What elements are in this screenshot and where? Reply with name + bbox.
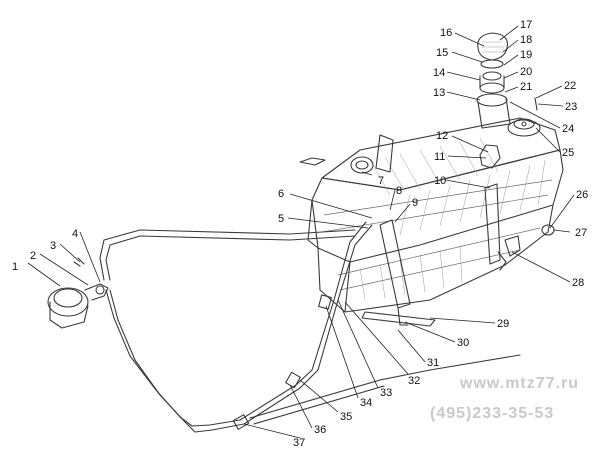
callout-2: 2 (30, 250, 36, 262)
watermark-phone: (495)233-35-53 (430, 405, 555, 422)
callout-27: 27 (575, 227, 587, 239)
callout-33: 33 (380, 387, 392, 399)
callout-6: 6 (278, 188, 284, 200)
fuel-level-sensor (507, 118, 541, 137)
callout-13: 13 (433, 87, 445, 99)
callout-4: 4 (72, 228, 78, 240)
callout-28: 28 (572, 277, 584, 289)
filler-neck (476, 32, 511, 129)
callout-21: 21 (520, 81, 532, 93)
callout-11: 11 (434, 151, 445, 163)
callout-17: 17 (520, 19, 532, 31)
callout-5: 5 (278, 213, 284, 225)
fuel-filter (47, 257, 109, 329)
callout-34: 34 (360, 397, 372, 409)
callout-22: 22 (564, 80, 576, 92)
watermark-site: www.mtz77.ru (460, 375, 579, 392)
callout-numbers: 1 2 3 4 5 6 7 8 9 10 11 12 13 14 15 16 1… (12, 19, 588, 449)
tank-top-parts (299, 97, 538, 174)
callout-12: 12 (436, 130, 448, 142)
callout-30: 30 (457, 337, 469, 349)
tank-straps (361, 183, 501, 327)
callout-37: 37 (293, 437, 305, 449)
fuel-lines (99, 221, 521, 433)
callout-19: 19 (520, 49, 532, 61)
callout-23: 23 (565, 101, 577, 113)
callout-14: 14 (433, 67, 445, 79)
callout-18: 18 (520, 34, 532, 46)
fuel-tank (307, 117, 564, 313)
callout-15: 15 (436, 47, 448, 59)
callout-36: 36 (314, 424, 326, 436)
callout-26: 26 (576, 189, 588, 201)
callout-16: 16 (440, 27, 452, 39)
callout-20: 20 (520, 66, 532, 78)
callout-24: 24 (562, 123, 574, 135)
leader-lines (27, 25, 575, 439)
callout-31: 31 (427, 357, 439, 369)
callout-10: 10 (434, 175, 446, 187)
callout-35: 35 (340, 411, 352, 423)
callout-32: 32 (408, 375, 420, 387)
callout-25: 25 (562, 147, 574, 159)
callout-8: 8 (396, 185, 402, 197)
callout-3: 3 (50, 240, 56, 252)
callout-1: 1 (12, 261, 18, 273)
callout-9: 9 (412, 197, 418, 209)
callout-29: 29 (497, 318, 509, 330)
callout-7: 7 (378, 175, 384, 187)
